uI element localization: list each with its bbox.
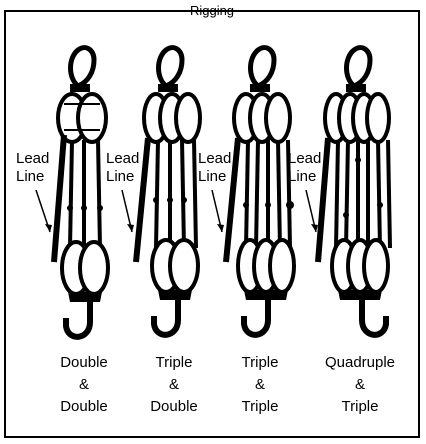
header-text: Rigging: [189, 3, 235, 18]
lead-line-label: Lead Line: [106, 150, 139, 186]
lead-label-line-1: Lead: [288, 150, 322, 167]
tackle-block-drawing: [305, 45, 392, 338]
caption-line-3: Triple: [341, 398, 379, 415]
lead-line-label: Lead Line: [288, 150, 321, 186]
caption-line-1: Triple: [155, 354, 193, 371]
caption-line-1: Triple: [241, 354, 279, 371]
caption-line-3: Double: [150, 398, 198, 415]
caption-line-2: &: [168, 376, 179, 393]
caption-line-2: &: [354, 376, 365, 393]
lead-line-label: Lead Line: [16, 150, 49, 186]
block-assembly-triple-triple: Lead Line Triple & Triple: [194, 0, 298, 444]
lead-label-line-2: Line: [16, 168, 45, 185]
block-assembly-triple-double: Lead Line Triple & Double: [100, 0, 204, 444]
block-assembly-double-double: Lead Line Double & Double: [6, 0, 110, 444]
block-caption: Quadruple & Triple: [308, 352, 412, 418]
tackle-block-drawing: [121, 45, 202, 338]
lead-label-line-2: Line: [288, 168, 317, 185]
lead-line-label: Lead Line: [198, 150, 231, 186]
block-caption: Triple & Double: [122, 352, 226, 418]
lead-label-line-1: Lead: [16, 150, 50, 167]
tackle-block-drawing: [35, 45, 110, 340]
caption-line-1: Quadruple: [324, 354, 396, 371]
tackle-block-drawing: [211, 45, 296, 338]
lead-label-line-2: Line: [106, 168, 135, 185]
diagram-frame: Rigging: [4, 3, 420, 438]
caption-line-2: &: [78, 376, 89, 393]
block-caption: Double & Double: [32, 352, 136, 418]
caption-line-2: &: [254, 376, 265, 393]
caption-line-3: Triple: [241, 398, 279, 415]
caption-line-1: Double: [60, 354, 108, 371]
block-caption: Triple & Triple: [208, 352, 312, 418]
lead-label-line-1: Lead: [106, 150, 140, 167]
lead-label-line-2: Line: [198, 168, 227, 185]
caption-line-3: Double: [60, 398, 108, 415]
block-assembly-quadruple-triple: Lead Line Quadruple & Triple: [288, 0, 395, 444]
lead-label-line-1: Lead: [198, 150, 232, 167]
